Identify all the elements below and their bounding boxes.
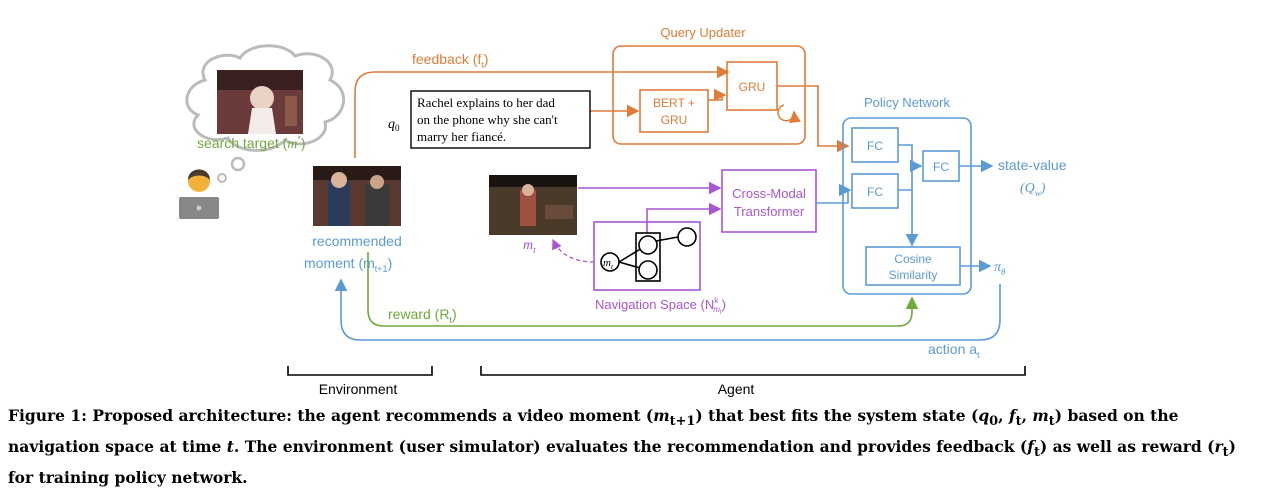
action-label: action at — [928, 341, 980, 360]
figure-caption: Figure 1: Proposed architecture: the age… — [8, 406, 1236, 488]
svg-text:Cosine: Cosine — [894, 252, 932, 266]
nav-to-mt-dashed-arrow — [552, 238, 595, 263]
query-symbol: q0 — [388, 117, 400, 133]
query-text-box — [410, 90, 591, 149]
environment-brace — [287, 366, 433, 376]
gru-recurrent-loop — [777, 104, 801, 123]
state-value-symbol: (Qw) — [1020, 181, 1046, 198]
policy-network-box — [842, 117, 972, 295]
action-arrow — [334, 278, 1001, 341]
feedback-label: feedback (ft) — [412, 51, 488, 70]
query-updater-box — [612, 45, 806, 145]
svg-text:FC: FC — [867, 139, 883, 153]
m-t-label: mt — [523, 238, 536, 255]
environment-label: Environment — [319, 381, 398, 397]
policy-network-title: Policy Network — [864, 95, 950, 110]
svg-text:GRU: GRU — [661, 113, 688, 127]
bert-gru-block — [639, 89, 709, 133]
nav-node-label: mt — [603, 257, 614, 271]
agent-label: Agent — [718, 381, 755, 397]
bert-to-gru-arrow — [708, 88, 727, 102]
bride-figure — [250, 86, 274, 110]
svg-text:FC: FC — [933, 160, 949, 174]
user-icon — [179, 169, 219, 219]
recommended-label-line2: moment (mt+1) — [304, 255, 392, 274]
svg-text:Similarity: Similarity — [889, 268, 938, 282]
svg-text:GRU: GRU — [739, 80, 766, 94]
nav-to-transformer-arrow — [646, 202, 722, 233]
svg-text:Transformer: Transformer — [734, 204, 805, 219]
reward-label: reward (Rt) — [388, 306, 457, 325]
transformer-to-fc-arrow — [816, 183, 852, 204]
feedback-arrow — [354, 65, 730, 158]
navigation-graph — [600, 227, 697, 282]
svg-text:BERT +: BERT + — [653, 96, 695, 110]
cross-modal-transformer-block — [721, 169, 817, 233]
svg-text:on the phone why she can't: on the phone why she can't — [417, 112, 558, 127]
recommended-label-line1: recommended — [312, 233, 402, 249]
gru-to-fc-arrow — [777, 85, 850, 153]
svg-text:marry her fiancé.: marry her fiancé. — [417, 129, 506, 144]
fc-block-2 — [851, 173, 899, 209]
agent-brace — [480, 366, 1026, 376]
svg-text:FC: FC — [867, 185, 883, 199]
reward-arrow — [367, 252, 919, 327]
architecture-diagram: search target (m*) recommended moment (m… — [179, 25, 1067, 397]
svg-text:Rachel explains to her dad: Rachel explains to her dad — [417, 95, 555, 110]
search-target-label: search target (m*) — [197, 134, 306, 152]
policy-symbol: πθ — [994, 260, 1006, 277]
svg-text:Cross-Modal: Cross-Modal — [732, 186, 806, 201]
person-figure — [328, 180, 350, 226]
query-updater-title: Query Updater — [660, 25, 746, 40]
state-value-label: state-value — [998, 157, 1067, 173]
